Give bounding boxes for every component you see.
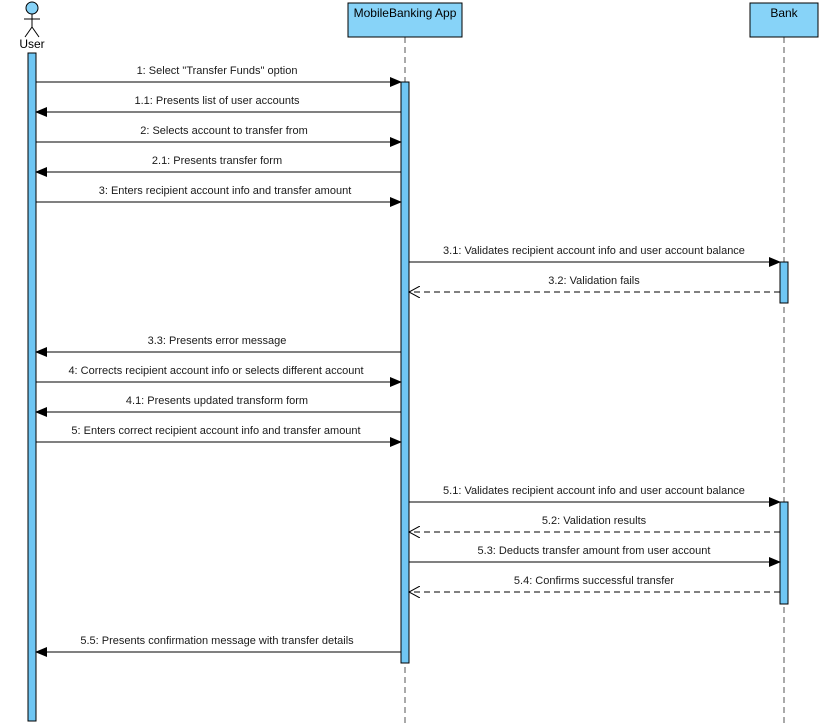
message[interactable]: 3.2: Validation fails bbox=[409, 275, 780, 292]
message[interactable]: 5: Enters correct recipient account info… bbox=[36, 425, 402, 447]
message[interactable]: 3: Enters recipient account info and tra… bbox=[36, 185, 402, 207]
message-label: 5.2: Validation results bbox=[542, 515, 647, 527]
actor-user[interactable]: User bbox=[19, 1, 45, 51]
message[interactable]: 1: Select "Transfer Funds" option bbox=[36, 65, 402, 87]
message[interactable]: 4: Corrects recipient account info or se… bbox=[36, 365, 402, 387]
message-label: 2: Selects account to transfer from bbox=[140, 125, 308, 137]
message-label: 5: Enters correct recipient account info… bbox=[71, 425, 360, 437]
message[interactable]: 5.3: Deducts transfer amount from user a… bbox=[409, 545, 781, 567]
message-label: 1.1: Presents list of user accounts bbox=[134, 95, 300, 107]
message[interactable]: 5.2: Validation results bbox=[409, 515, 780, 532]
message[interactable]: 2.1: Presents transfer form bbox=[35, 155, 401, 177]
message[interactable]: 1.1: Presents list of user accounts bbox=[35, 95, 401, 117]
message-label: 4: Corrects recipient account info or se… bbox=[68, 365, 363, 377]
message-label: 3: Enters recipient account info and tra… bbox=[99, 185, 352, 197]
activation-user bbox=[27, 52, 37, 722]
message[interactable]: 3.1: Validates recipient account info an… bbox=[409, 245, 781, 267]
message-label: 5.3: Deducts transfer amount from user a… bbox=[478, 545, 711, 557]
actor-label: User bbox=[19, 37, 44, 51]
message[interactable]: 5.4: Confirms successful transfer bbox=[409, 575, 780, 592]
message[interactable]: 5.5: Presents confirmation message with … bbox=[35, 635, 401, 657]
message[interactable]: 2: Selects account to transfer from bbox=[36, 125, 402, 147]
message-label: 2.1: Presents transfer form bbox=[152, 155, 282, 167]
participant-label: Bank bbox=[770, 6, 798, 20]
stick-figure-icon bbox=[24, 1, 40, 38]
message-label: 5.4: Confirms successful transfer bbox=[514, 575, 675, 587]
message-label: 3.2: Validation fails bbox=[548, 275, 640, 287]
participant-app[interactable]: MobileBanking App bbox=[347, 2, 463, 38]
message[interactable]: 4.1: Presents updated transform form bbox=[35, 395, 401, 417]
message-label: 4.1: Presents updated transform form bbox=[126, 395, 308, 407]
message-label: 1: Select "Transfer Funds" option bbox=[137, 65, 298, 77]
message-label: 3.1: Validates recipient account info an… bbox=[443, 245, 745, 257]
message-label: 5.1: Validates recipient account info an… bbox=[443, 485, 745, 497]
participant-bank[interactable]: Bank bbox=[749, 2, 819, 38]
activation-bank bbox=[779, 501, 789, 605]
activation-app bbox=[400, 81, 410, 664]
message-label: 5.5: Presents confirmation message with … bbox=[80, 635, 354, 647]
participant-label: MobileBanking App bbox=[354, 6, 457, 20]
message-label: 3.3: Presents error message bbox=[148, 335, 287, 347]
message[interactable]: 5.1: Validates recipient account info an… bbox=[409, 485, 781, 507]
activation-bank bbox=[779, 261, 789, 304]
message[interactable]: 3.3: Presents error message bbox=[35, 335, 401, 357]
